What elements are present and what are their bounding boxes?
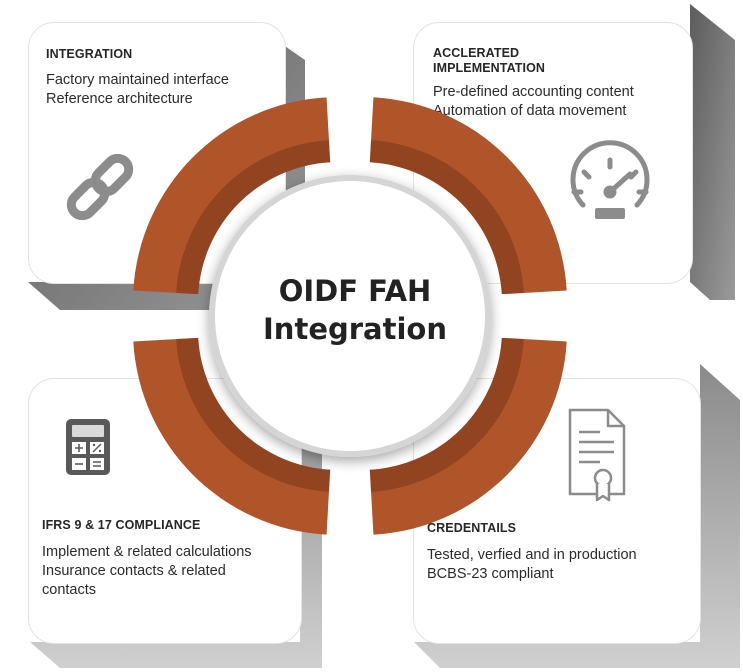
center-circle — [209, 175, 491, 457]
center-title-line: OIDF FAH — [278, 274, 432, 308]
certificate-icon — [568, 408, 626, 502]
ring-segment-bottom-right-inner-band — [369, 337, 524, 492]
center-title: OIDF FAH Integration — [235, 272, 475, 348]
credentials-body: Tested, verfied and in production BCBS-2… — [427, 546, 637, 584]
compliance-line: Insurance contacts & related — [42, 563, 226, 579]
chain-link-icon — [66, 153, 134, 221]
integration-body: Factory maintained interface Reference a… — [46, 71, 229, 109]
integration-line: Factory maintained interface — [46, 72, 229, 88]
compliance-title: IFRS 9 & 17 COMPLIANCE — [42, 518, 201, 532]
credentials-line: Tested, verfied and in production — [427, 547, 637, 563]
speedometer-icon — [570, 140, 650, 219]
shadow-credentials — [414, 364, 740, 668]
ring-segment-top-right-inner-band — [369, 140, 524, 295]
implementation-title-line: ACCLERATED — [433, 46, 520, 60]
implementation-body: Pre-defined accounting content Automatio… — [433, 83, 634, 121]
compliance-line: Implement & related calculations — [42, 544, 252, 560]
implementation-line: Pre-defined accounting content — [433, 84, 634, 100]
ring-segment-bottom-left-inner-band — [176, 337, 331, 492]
compliance-line: contacts — [42, 582, 96, 598]
compliance-body: Implement & related calculations Insuran… — [42, 543, 252, 600]
center-title-line: Integration — [263, 312, 447, 346]
implementation-title: ACCLERATED IMPLEMENTATION — [433, 46, 545, 76]
ring-segment-top-left-inner-band — [176, 140, 331, 295]
implementation-line: Automation of data movement — [433, 103, 627, 119]
card-credentials — [413, 378, 701, 644]
implementation-title-line: IMPLEMENTATION — [433, 61, 546, 75]
calculator-icon — [66, 419, 110, 475]
integration-line: Reference architecture — [46, 91, 193, 107]
integration-title: INTEGRATION — [46, 47, 133, 61]
shadow-implementation — [690, 4, 735, 300]
credentials-line: BCBS-23 compliant — [427, 566, 554, 582]
credentials-title: CREDENTAILS — [427, 521, 517, 535]
